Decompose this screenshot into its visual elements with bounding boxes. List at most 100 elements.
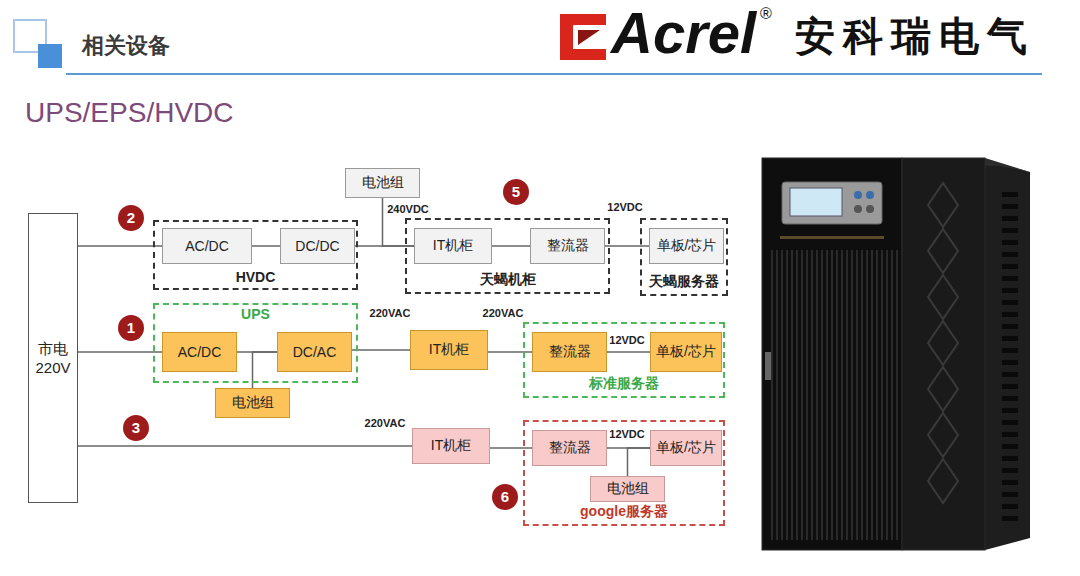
process-box: 电池组 (345, 168, 420, 198)
process-box: 单板/芯片 (650, 430, 722, 466)
power-line (490, 447, 532, 449)
vent-grille (806, 250, 808, 540)
panel-button (866, 205, 874, 213)
voltage-label: 12VDC (607, 428, 646, 441)
side-vent (1002, 456, 1018, 461)
side-vent (1002, 396, 1018, 401)
callout-number: 6 (492, 484, 518, 510)
header-rule (66, 73, 1042, 75)
process-box: 整流器 (532, 332, 607, 372)
side-vent (1002, 384, 1018, 389)
group-label: HVDC (155, 269, 356, 285)
group-box: HVDC AC/DC DC/DC (153, 220, 358, 290)
vent-grille (801, 250, 803, 540)
vent-grille (846, 250, 848, 540)
panel-button (866, 191, 874, 199)
box-label: 单板/芯片 (656, 439, 716, 457)
process-box: 电池组 (590, 476, 665, 502)
vent-grille (881, 250, 883, 540)
side-vent (1002, 252, 1018, 257)
box-label: 电池组 (232, 394, 274, 412)
box-label: 整流器 (549, 439, 591, 457)
panel-emboss (928, 367, 958, 411)
side-vent (1002, 276, 1018, 281)
side-vent (1002, 420, 1018, 425)
control-panel (782, 182, 882, 224)
group-label: 天蝎服务器 (642, 273, 726, 291)
side-vent (1002, 240, 1018, 245)
voltage-label: 12VDC (607, 334, 646, 347)
vent-grille (771, 250, 773, 540)
logo-mark-inner (578, 30, 600, 45)
vent-grille (896, 250, 898, 540)
side-vent (1002, 348, 1018, 353)
process-box: AC/DC (162, 228, 252, 264)
vent-grille (856, 250, 858, 540)
vent-grille (791, 250, 793, 540)
vent-grille (781, 250, 783, 540)
group-label: UPS (155, 306, 356, 322)
box-label: 市电 220V (29, 340, 77, 376)
voltage-label: 220VAC (368, 307, 413, 320)
side-vent (1002, 360, 1018, 365)
box-label: IT机柜 (429, 341, 469, 359)
power-line (492, 245, 530, 247)
process-box: IT机柜 (410, 330, 488, 370)
side-vent (1002, 228, 1018, 233)
subtitle: UPS/EPS/HVDC (25, 97, 234, 129)
voltage-label: 12VDC (605, 201, 644, 214)
box-label: 电池组 (607, 480, 649, 498)
cabinet-front (762, 158, 985, 550)
vent-grille (871, 250, 873, 540)
source-box: 市电 220V (28, 213, 78, 503)
cabinet-door (762, 158, 902, 550)
page-title: 相关设备 (82, 32, 170, 60)
side-vent (1002, 336, 1018, 341)
process-box: 单板/芯片 (649, 228, 724, 264)
process-box: DC/DC (280, 228, 355, 264)
process-box: 单板/芯片 (650, 332, 722, 372)
panel-button (854, 191, 862, 199)
power-line (78, 351, 162, 353)
side-vent (1002, 216, 1018, 221)
logo-mark (560, 14, 606, 60)
vent-grille (886, 250, 888, 540)
group-label: 标准服务器 (525, 375, 723, 393)
side-vent (1002, 504, 1018, 509)
box-label: AC/DC (185, 238, 229, 254)
vent-grille (876, 250, 878, 540)
process-box: IT机柜 (412, 428, 490, 464)
side-vent (1002, 492, 1018, 497)
side-vent (1002, 432, 1018, 437)
vent-grille (891, 250, 893, 540)
header-icon-square (38, 44, 62, 68)
vent-grille (836, 250, 838, 540)
vent-grille (796, 250, 798, 540)
power-line (488, 351, 532, 353)
box-label: IT机柜 (431, 437, 471, 455)
side-vent (1002, 408, 1018, 413)
group-label: google服务器 (525, 503, 723, 521)
voltage-label: 220VAC (363, 417, 408, 430)
power-line (605, 245, 649, 247)
vent-grille (826, 250, 828, 540)
callout-number: 3 (123, 415, 149, 441)
process-box: 整流器 (530, 228, 605, 264)
group-box: 天蝎机柜IT机柜整流器 (405, 218, 610, 294)
box-label: 单板/芯片 (657, 237, 717, 255)
voltage-label: 220VAC (481, 307, 526, 320)
panel-emboss (928, 275, 958, 319)
side-vent (1002, 516, 1018, 521)
panel-emboss (928, 413, 958, 457)
power-line (628, 448, 651, 476)
box-label: 整流器 (547, 237, 589, 255)
brand-name: Acrel (611, 4, 756, 62)
vent-grille (816, 250, 818, 540)
ups-cabinet-illustration (762, 158, 1030, 550)
box-label: 单板/芯片 (656, 343, 716, 361)
vent-grille (851, 250, 853, 540)
process-box: 电池组 (215, 388, 290, 418)
